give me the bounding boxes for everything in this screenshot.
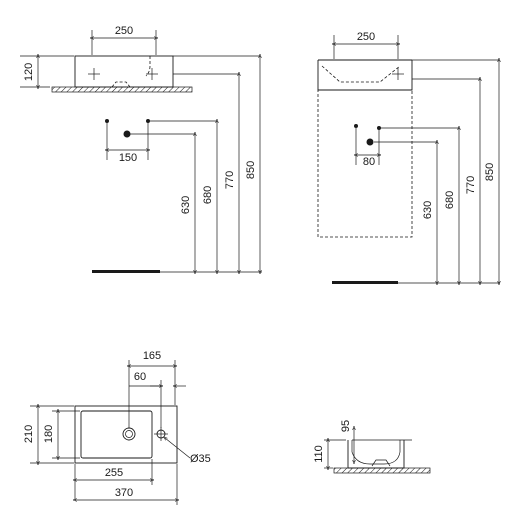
section-view: 95 110 — [313, 420, 431, 474]
front-basin-height-label: 120 — [23, 63, 35, 81]
cabinet-outline — [317, 89, 413, 238]
side-drain-dot — [366, 138, 374, 146]
drain-dot — [123, 130, 131, 138]
hole-diameter-label: Ø35 — [190, 453, 211, 465]
front-height-630: 630 — [180, 196, 192, 214]
top-depth-outer: 210 — [23, 425, 35, 443]
front-width-label: 250 — [115, 25, 133, 37]
top-width-outer: 370 — [115, 487, 133, 499]
front-height-850: 850 — [245, 161, 257, 179]
floor-side — [332, 281, 398, 284]
basin-top-inner — [80, 410, 153, 459]
supply-left-dot — [105, 119, 109, 123]
side-height-850: 850 — [484, 163, 496, 181]
section-hatch — [333, 467, 431, 474]
supply-right-dot — [146, 119, 150, 123]
front-height-770: 770 — [224, 171, 236, 189]
basin-top-outer — [74, 405, 178, 464]
drain-hole — [122, 427, 136, 441]
front-view: 250 120 150 630 680 770 850 — [20, 25, 262, 273]
side-height-680: 680 — [444, 191, 456, 209]
section-inner-depth: 95 — [340, 420, 352, 432]
top-depth-inner: 180 — [43, 425, 55, 443]
section-outer-height: 110 — [313, 445, 325, 463]
floor-front — [92, 270, 160, 273]
top-width-inner: 255 — [105, 467, 123, 479]
top-dim-165: 165 — [143, 350, 161, 362]
side-supply-right-dot — [377, 126, 381, 130]
top-view: 165 60 210 180 255 370 Ø35 — [23, 350, 211, 505]
wall-hatch — [51, 86, 193, 93]
front-tap-spacing-label: 150 — [119, 152, 137, 164]
basin-front — [74, 55, 174, 88]
side-height-770: 770 — [465, 176, 477, 194]
side-offset-label: 80 — [363, 156, 375, 168]
top-dim-60: 60 — [134, 371, 146, 383]
side-height-630: 630 — [422, 201, 434, 219]
side-width-label: 250 — [357, 31, 375, 43]
side-view: 250 80 630 680 770 850 — [317, 31, 500, 284]
front-height-680: 680 — [202, 186, 214, 204]
side-supply-left-dot — [354, 124, 358, 128]
